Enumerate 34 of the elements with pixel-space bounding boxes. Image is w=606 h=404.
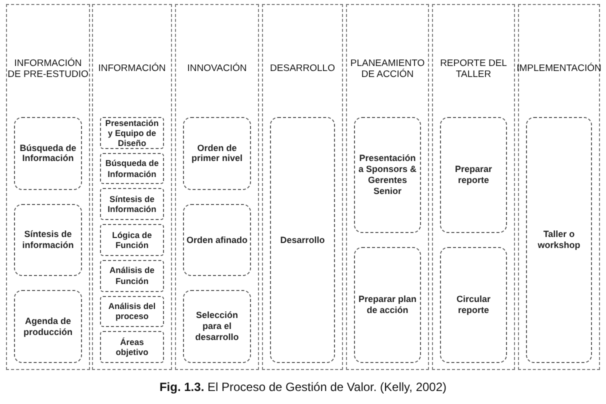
column-heading: DESARROLLO xyxy=(270,63,335,75)
stage-column xyxy=(175,4,259,370)
step-box: Orden afinado xyxy=(183,204,251,276)
column-heading: INFORMACIÓN DE PRE-ESTUDIO xyxy=(7,58,89,80)
stage-column xyxy=(262,4,343,370)
step-box: Presentación a Sponsors & Gerentes Senior xyxy=(354,117,421,233)
stage-column xyxy=(92,4,172,370)
step-box: Síntesis de Información xyxy=(100,188,164,220)
stage-column xyxy=(346,4,429,370)
figure-caption: Fig. 1.3. El Proceso de Gestión de Valor. (Kelly, 2002) xyxy=(158,380,448,394)
step-box: Áreas objetivo xyxy=(100,331,164,363)
step-box: Selección para el desarrollo xyxy=(183,290,251,363)
stage-column xyxy=(518,4,600,370)
step-box: Presentación y Equipo de Diseño xyxy=(100,117,164,149)
step-box: Orden de primer nivel xyxy=(183,117,251,190)
column-heading: IMPLEMENTACIÓN xyxy=(516,63,602,75)
step-box: Síntesis de información xyxy=(14,204,82,276)
step-box: Preparar reporte xyxy=(440,117,507,233)
step-box: Análisis de Función xyxy=(100,260,164,292)
step-box: Búsqueda de Información xyxy=(14,117,82,190)
stage-column xyxy=(6,4,90,370)
step-box: Análisis del proceso xyxy=(100,296,164,328)
stage-column xyxy=(432,4,515,370)
step-box: Desarrollo xyxy=(270,117,335,363)
step-box: Búsqueda de Información xyxy=(100,152,164,184)
step-box: Lógica de Función xyxy=(100,224,164,256)
column-heading: INNOVACIÓN xyxy=(187,63,247,75)
step-box: Circular reporte xyxy=(440,247,507,363)
step-box: Taller o workshop xyxy=(526,117,592,363)
step-box: Preparar plan de acción xyxy=(354,247,421,363)
column-heading: REPORTE DEL TALLER xyxy=(439,58,508,80)
column-heading: PLANEAMIENTO DE ACCIÓN xyxy=(349,58,426,80)
step-box: Agenda de producción xyxy=(14,290,82,363)
column-heading: INFORMACIÓN xyxy=(98,63,166,75)
